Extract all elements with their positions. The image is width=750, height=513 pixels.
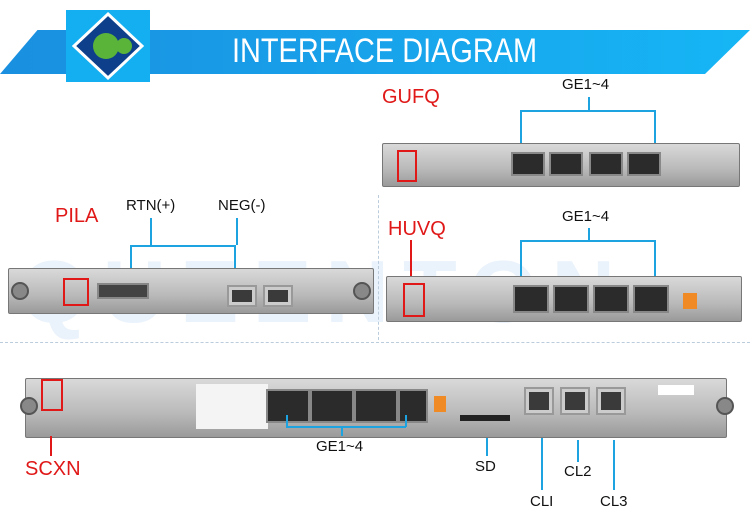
rj45-port [263,285,293,307]
rj45-port [524,387,554,415]
huvq-board [386,276,742,322]
page-title: INTERFACE DIAGRAM [232,32,538,70]
power-connector [97,283,149,299]
callout-line [588,228,590,240]
divider [378,195,379,340]
callout-line [520,110,655,112]
sd-label: SD [475,458,496,475]
sfp-port [593,285,629,313]
sfp-port [549,152,583,176]
callout-line [520,240,522,280]
callout-line [286,415,288,427]
sfp-port [633,285,669,313]
gufq-board [382,143,740,187]
callout-line [236,218,238,245]
huvq-board-label-highlight [403,283,425,317]
cl1-label: CLI [530,493,554,510]
screw-icon [716,397,734,415]
rj45-port [596,387,626,415]
callout-line [541,438,543,490]
logo [66,10,150,82]
callout-line [286,426,406,428]
callout-line [588,97,590,110]
rtn-label: RTN(+) [126,197,176,214]
callout-line [613,440,615,490]
logo-icon [71,11,145,81]
sfp-port [354,389,398,423]
scxn-board-label-highlight [41,379,63,411]
sfp-port [398,389,428,423]
gufq-label: GUFQ [382,86,440,108]
cl3-label: CL3 [600,493,628,510]
sfp-port [627,152,661,176]
callout-line [654,240,656,280]
pila-board [8,268,374,314]
gufq-board-label-highlight [397,150,417,182]
callout-line [341,426,343,436]
screw-icon [353,282,371,300]
screw-icon [11,282,29,300]
callout-line [130,245,235,247]
divider [0,342,750,343]
scxn-ports-label: GE1~4 [316,438,364,455]
sd-slot [460,415,510,421]
callout-line [410,240,412,283]
callout-line [520,240,655,242]
huvq-label: HUVQ [388,218,446,240]
scxn-board [20,378,734,438]
gufq-ports-label: GE1~4 [562,76,610,93]
sfp-port [553,285,589,313]
callout-line [520,110,522,150]
neg-label: NEG(-) [218,197,266,214]
sfp-port [513,285,549,313]
pila-board-label-highlight [63,278,89,306]
rj45-port [227,285,257,307]
callout-line [405,415,407,427]
rj45-port [560,387,590,415]
pila-label: PILA [55,205,99,227]
cl2-label: CL2 [564,463,592,480]
sfp-port [511,152,545,176]
sfp-port [310,389,354,423]
callout-line [130,245,132,270]
warning-label [683,293,697,309]
mac-label-sticker [196,384,268,429]
screw-icon [20,397,38,415]
callout-line [486,438,488,456]
scxn-label: SCXN [25,458,81,480]
sfp-port [589,152,623,176]
sfp-port [266,389,310,423]
callout-line [234,245,236,270]
callout-line [150,218,152,245]
huvq-ports-label: GE1~4 [562,208,610,225]
barcode-sticker [658,385,694,395]
warning-label [434,396,446,412]
callout-line [50,436,52,456]
callout-line [654,110,656,150]
callout-line [577,440,579,462]
